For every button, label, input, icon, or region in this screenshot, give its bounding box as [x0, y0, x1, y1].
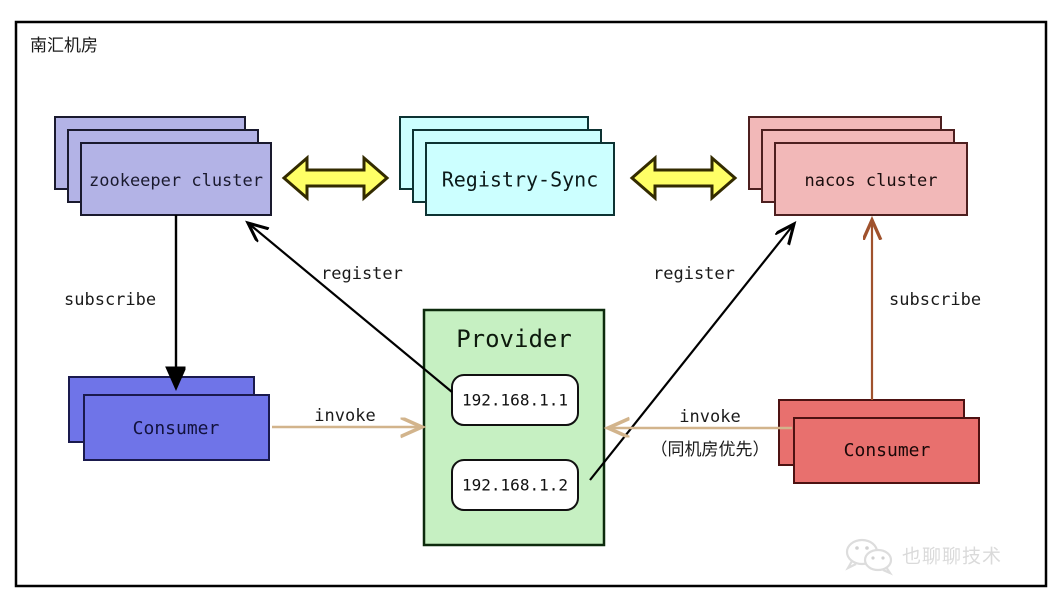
register-left-label: register — [321, 264, 403, 284]
invoke-right-label: invoke — [679, 407, 740, 427]
provider-instance-1-label: 192.168.1.1 — [462, 391, 568, 410]
consumer-left-stack-layer-1 — [83, 394, 270, 461]
provider-title: Provider — [456, 325, 572, 353]
consumer-right-label: Consumer — [844, 440, 931, 461]
yellow-double-arrow-left — [281, 154, 390, 202]
edge-provider-to-zookeeper-register: register — [248, 223, 453, 393]
nacos-stack-layer-1 — [774, 142, 968, 216]
node-registry-sync[interactable]: Registry-Sync — [399, 116, 615, 216]
provider-instance-2-box[interactable] — [451, 459, 579, 511]
node-consumer-right[interactable]: Consumer — [778, 399, 980, 484]
frame-title: 南汇机房 — [30, 36, 98, 56]
register-right-label: register — [653, 264, 735, 284]
subscribe-left-label: subscribe — [64, 290, 156, 310]
node-zookeeper-cluster[interactable]: zookeeper cluster — [54, 116, 272, 216]
subscribe-right-label: subscribe — [889, 290, 981, 310]
node-consumer-left[interactable]: Consumer — [68, 376, 270, 461]
edge-consumerleft-to-provider-invoke: invoke — [272, 406, 422, 427]
registry-sync-stack-layer-1 — [425, 142, 615, 216]
consumer-right-stack-layer-1 — [793, 417, 980, 484]
provider-instance-2-label: 192.168.1.2 — [462, 476, 568, 495]
edge-zookeeper-to-consumer-subscribe: subscribe — [64, 215, 176, 388]
node-nacos-cluster[interactable]: nacos cluster — [748, 116, 968, 216]
watermark-text: 也聊聊技术 — [902, 546, 1002, 568]
consumer-left-label: Consumer — [133, 418, 220, 439]
registry-sync-label: Registry-Sync — [442, 168, 599, 192]
edge-consumer-to-nacos-subscribe: subscribe — [872, 220, 981, 400]
register-left-line — [248, 223, 453, 393]
edge-consumerright-to-provider-invoke: invoke （同机房优先） — [608, 407, 792, 460]
provider-instance-1-box[interactable] — [451, 374, 579, 426]
invoke-left-label: invoke — [314, 406, 375, 426]
node-provider[interactable]: Provider 192.168.1.1 192.168.1.2 — [422, 308, 606, 547]
zookeeper-stack-layer-1 — [80, 142, 272, 216]
nacos-label: nacos cluster — [804, 171, 937, 191]
watermark: 也聊聊技术 — [845, 538, 1002, 576]
edge-zookeeper-registrysync-bidirectional — [281, 154, 390, 202]
wechat-icon — [845, 538, 893, 576]
invoke-right-sublabel: （同机房优先） — [651, 440, 770, 460]
zookeeper-label: zookeeper cluster — [89, 171, 263, 191]
edge-registrysync-nacos-bidirectional — [629, 154, 738, 202]
yellow-double-arrow-right — [629, 154, 738, 202]
